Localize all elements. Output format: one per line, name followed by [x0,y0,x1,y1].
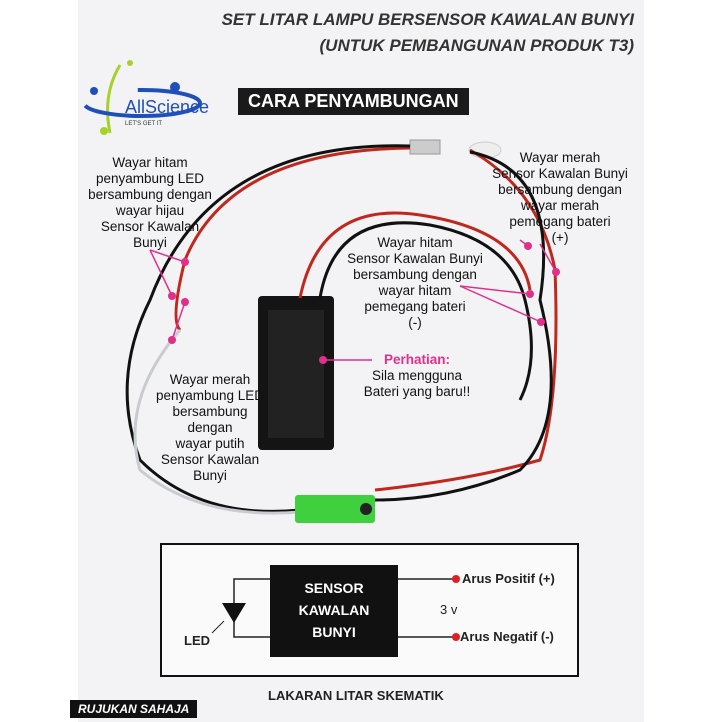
schematic-caption: LAKARAN LITAR SKEMATIK [268,688,444,703]
led-label: LED [184,633,210,648]
positive-label: Arus Positif (+) [462,571,555,586]
logo: AllScience LET'S GET IT [80,55,225,135]
negative-terminal [452,633,460,641]
logo-tagline: LET'S GET IT [125,121,163,127]
title-line-2: (UNTUK PEMBANGUNAN PRODUK T3) [319,36,635,55]
sensor-board [295,495,375,523]
microphone-icon [360,503,372,515]
logo-orbit-icon [82,60,202,135]
negative-label: Arus Negatif (-) [460,629,554,644]
logo-brand: AllScience [125,97,210,117]
led-diode-icon [222,603,246,623]
led-bulb [409,139,441,155]
title-line-1: SET LITAR LAMPU BERSENSOR KAWALAN BUNYI [221,10,634,29]
voltage-label: 3 v [440,602,458,617]
footer-tag: RUJUKAN SAHAJA [70,700,198,718]
section-banner: CARA PENYAMBUNGAN [238,88,469,115]
positive-terminal [452,575,460,583]
